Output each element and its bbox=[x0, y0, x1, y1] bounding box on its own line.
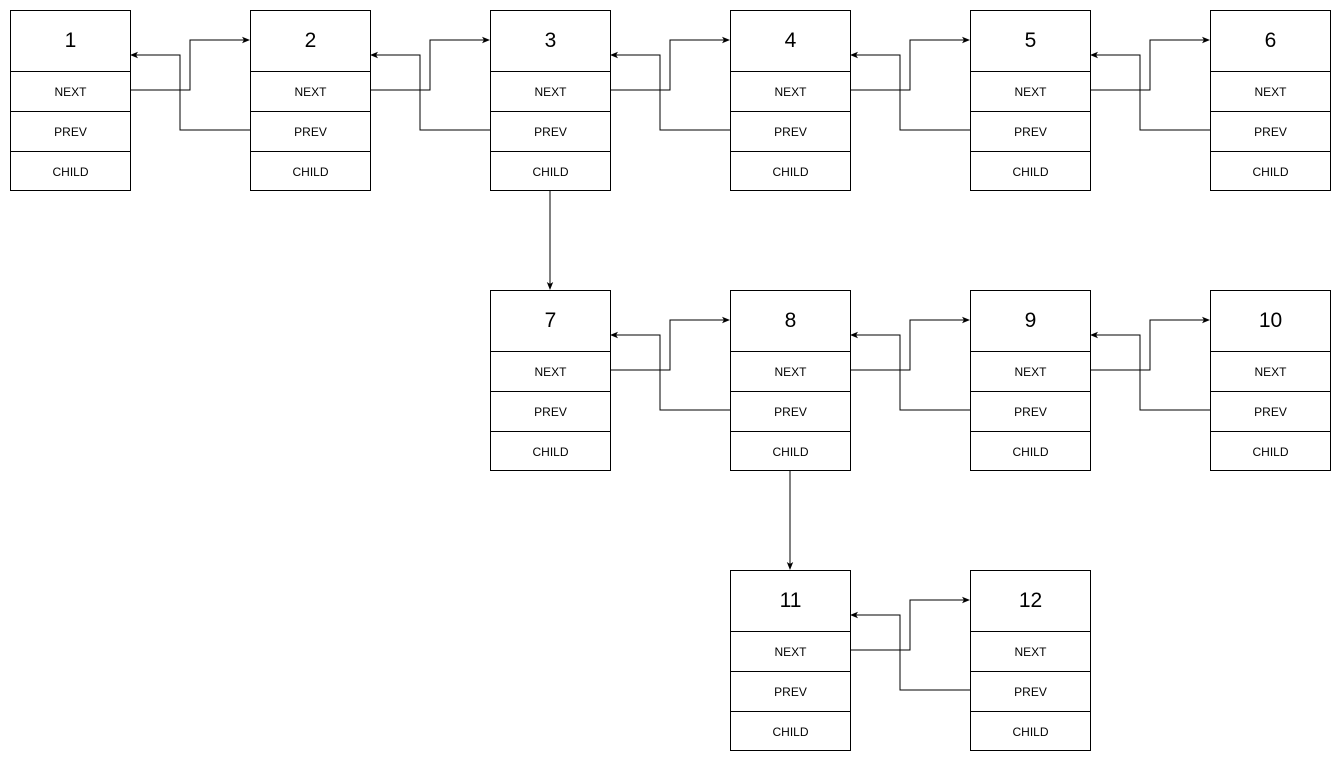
node-next-field: NEXT bbox=[971, 351, 1090, 391]
node-child-field: CHILD bbox=[971, 431, 1090, 471]
node-child-field: CHILD bbox=[971, 151, 1090, 191]
prev-link-9-8 bbox=[850, 331, 970, 411]
node-value: 3 bbox=[544, 29, 557, 52]
node-prev-field: PREV bbox=[731, 391, 850, 431]
node-value: 4 bbox=[784, 29, 797, 52]
node-prev-field: PREV bbox=[971, 671, 1090, 711]
node-value: 11 bbox=[779, 589, 802, 612]
node-value: 8 bbox=[784, 309, 797, 332]
node-prev-field: PREV bbox=[491, 391, 610, 431]
node-value: 7 bbox=[544, 309, 557, 332]
next-link-11-12 bbox=[850, 596, 970, 651]
node-value: 6 bbox=[1264, 29, 1277, 52]
node-next-field: NEXT bbox=[731, 631, 850, 671]
node-prev-field: PREV bbox=[971, 111, 1090, 151]
next-link-7-8 bbox=[610, 316, 730, 371]
node-prev-field: PREV bbox=[1211, 391, 1330, 431]
node-prev-field: PREV bbox=[731, 671, 850, 711]
node-next-field: NEXT bbox=[491, 351, 610, 391]
node-child-field: CHILD bbox=[731, 431, 850, 471]
node-child-field: CHILD bbox=[1211, 151, 1330, 191]
next-link-1-2 bbox=[130, 36, 250, 91]
node-next-field: NEXT bbox=[1211, 71, 1330, 111]
node-child-field: CHILD bbox=[1211, 431, 1330, 471]
prev-link-8-7 bbox=[610, 331, 730, 411]
node-prev-field: PREV bbox=[971, 391, 1090, 431]
prev-link-3-2 bbox=[370, 51, 490, 131]
node-prev-field: PREV bbox=[11, 111, 130, 151]
node-value: 2 bbox=[304, 29, 317, 52]
next-link-4-5 bbox=[850, 36, 970, 91]
next-link-2-3 bbox=[370, 36, 490, 91]
prev-link-10-9 bbox=[1090, 331, 1210, 411]
node-value: 1 bbox=[64, 29, 77, 52]
next-link-5-6 bbox=[1090, 36, 1210, 91]
node-next-field: NEXT bbox=[1211, 351, 1330, 391]
node-value: 9 bbox=[1024, 309, 1037, 332]
node-next-field: NEXT bbox=[491, 71, 610, 111]
next-link-9-10 bbox=[1090, 316, 1210, 371]
next-link-8-9 bbox=[850, 316, 970, 371]
node-child-field: CHILD bbox=[731, 711, 850, 751]
prev-link-5-4 bbox=[850, 51, 970, 131]
node-child-field: CHILD bbox=[251, 151, 370, 191]
node-prev-field: PREV bbox=[491, 111, 610, 151]
node-child-field: CHILD bbox=[11, 151, 130, 191]
node-prev-field: PREV bbox=[731, 111, 850, 151]
node-child-field: CHILD bbox=[971, 711, 1090, 751]
node-value: 12 bbox=[1018, 589, 1043, 612]
node-value: 5 bbox=[1024, 29, 1037, 52]
prev-link-12-11 bbox=[850, 611, 970, 691]
node-next-field: NEXT bbox=[971, 631, 1090, 671]
node-child-field: CHILD bbox=[491, 151, 610, 191]
node-next-field: NEXT bbox=[731, 351, 850, 391]
node-child-field: CHILD bbox=[491, 431, 610, 471]
next-link-3-4 bbox=[610, 36, 730, 91]
prev-link-4-3 bbox=[610, 51, 730, 131]
node-prev-field: PREV bbox=[251, 111, 370, 151]
node-next-field: NEXT bbox=[731, 71, 850, 111]
prev-link-6-5 bbox=[1090, 51, 1210, 131]
prev-link-2-1 bbox=[130, 51, 250, 131]
node-next-field: NEXT bbox=[251, 71, 370, 111]
node-prev-field: PREV bbox=[1211, 111, 1330, 151]
node-child-field: CHILD bbox=[731, 151, 850, 191]
node-next-field: NEXT bbox=[11, 71, 130, 111]
node-next-field: NEXT bbox=[971, 71, 1090, 111]
node-value: 10 bbox=[1258, 309, 1283, 332]
